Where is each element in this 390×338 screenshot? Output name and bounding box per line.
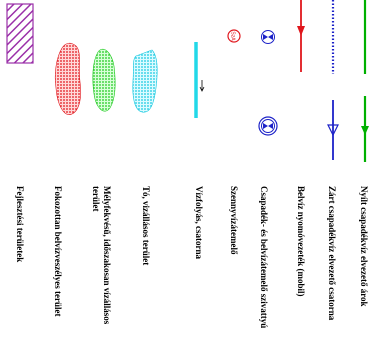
label-development-area: Fejlesztési területek: [15, 186, 25, 263]
closed-drainage-arrow-icon: [327, 124, 339, 137]
label-lowland-wet-area: Mélyfekvésű, időszakosan vízállásos terü…: [91, 186, 112, 325]
flow-arrow-head: [199, 86, 205, 92]
label-closed-drainage: Zárt csapadékvíz elvezető csatorna: [327, 186, 337, 321]
double-pump-bowtie-icon: [258, 116, 278, 136]
label-lake-flooded-area: Tó, vizállásos terület: [141, 186, 151, 266]
label-sewage-pump: Szennyvízátemelő: [229, 186, 239, 255]
legend-symbols: SzA: [6, 0, 369, 162]
label-open-drainage-ditch: Nyílt csapadékvíz elvezető árok: [359, 186, 369, 307]
label-watercourse: Vízfolyás, csatorna: [194, 186, 204, 259]
inland-water-arrow-icon: [297, 26, 305, 36]
sewage-pump-icon: [227, 29, 241, 43]
lowland-wet-area-swatch: [92, 48, 116, 112]
label-gates-pumps: Csapadék- és belvízátemelő szivattyú: [259, 186, 269, 329]
sewage-pump-text: SzA: [230, 31, 236, 41]
increased-risk-area-swatch: [54, 42, 82, 115]
open-ditch-arrow-icon: [361, 126, 369, 135]
pump-bowtie-icon: [261, 30, 275, 44]
label-increased-risk-area: Fokozottan belvízveszélyes terület: [53, 186, 63, 317]
lake-flooded-area-swatch: [132, 49, 158, 113]
label-inland-water-channel: Belvíz nyomóvezeték (mobil): [296, 186, 306, 297]
development-area-swatch: [6, 3, 34, 64]
